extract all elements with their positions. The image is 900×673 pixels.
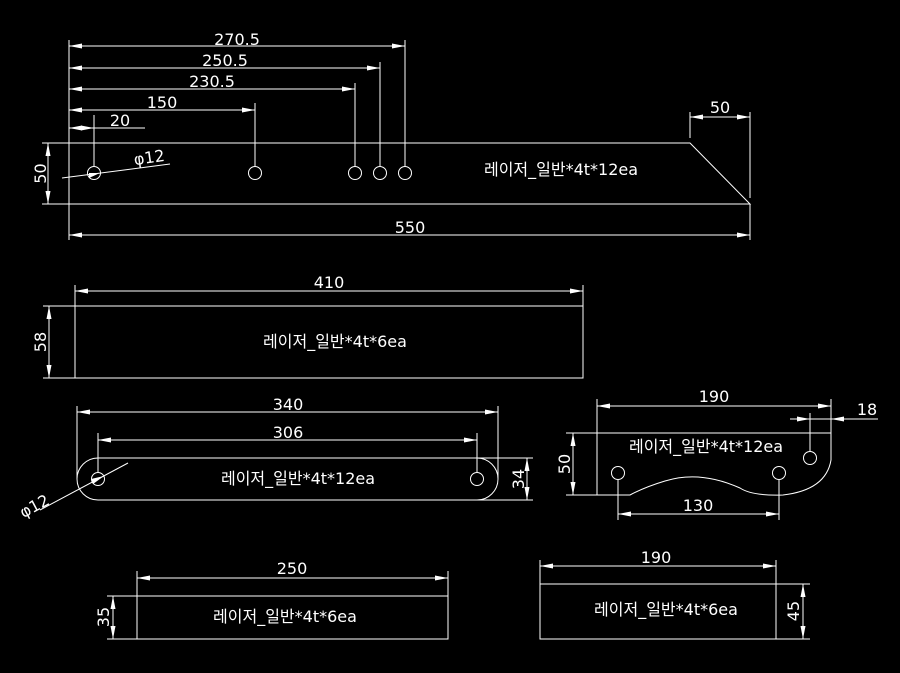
part-4-dim-length: 190 — [699, 387, 730, 406]
part-1-dim-height: 50 — [31, 163, 50, 183]
part-1-label: 레이저_일반*4t*12ea — [484, 160, 638, 180]
part-2-label: 레이저_일반*4t*6ea — [263, 332, 407, 352]
part-4-outline — [596, 432, 832, 496]
part-6-outline — [539, 583, 777, 640]
part-1-dim-250-5: 250.5 — [202, 51, 248, 70]
part-4-hole-1 — [611, 466, 625, 480]
part-5-dim-length: 250 — [277, 559, 308, 578]
part-1-dim-20: 20 — [110, 111, 130, 130]
part-4: 190 18 50 130 레이저_일반*4t*12ea — [555, 387, 878, 520]
part-6-dim-length: 190 — [641, 548, 672, 567]
part-1-dim-50-slant: 50 — [710, 98, 730, 117]
part-5-dim-height: 35 — [94, 607, 113, 627]
part-1-dim-150: 150 — [147, 93, 178, 112]
part-2-dim-length: 410 — [314, 273, 345, 292]
part-3: 340 306 34 φ12 레이저_일반*4t*12ea — [16, 395, 533, 522]
part-3-label: 레이저_일반*4t*12ea — [221, 469, 375, 489]
part-2-outline — [74, 305, 584, 379]
part-1: 270.5 250.5 230.5 150 20 50 50 — [31, 30, 752, 240]
part-3-dim-hole: φ12 — [16, 490, 52, 521]
part-2: 410 58 레이저_일반*4t*6ea — [31, 273, 584, 379]
part-1-outline — [68, 142, 752, 205]
part-5: 250 35 레이저_일반*4t*6ea — [94, 559, 449, 640]
part-6-label: 레이저_일반*4t*6ea — [594, 600, 738, 620]
part-1-hole-3 — [348, 166, 362, 180]
part-5-outline — [136, 595, 449, 640]
part-4-hole-3 — [803, 451, 817, 465]
part-3-dim-height: 34 — [509, 469, 528, 489]
part-1-hole-5 — [398, 166, 412, 180]
part-1-hole-4 — [373, 166, 387, 180]
part-1-hole-2 — [248, 166, 262, 180]
part-3-dim-holes: 306 — [273, 423, 304, 442]
part-1-dim-hole: φ12 — [133, 146, 166, 169]
part-1-dim-230-5: 230.5 — [189, 72, 235, 91]
part-4-dim-height: 50 — [555, 454, 574, 474]
part-5-label: 레이저_일반*4t*6ea — [213, 607, 357, 627]
part-3-hole-2 — [470, 472, 484, 486]
part-2-dim-height: 58 — [31, 332, 50, 352]
part-1-dim-270-5: 270.5 — [214, 30, 260, 49]
part-4-dim-cutout: 130 — [683, 496, 714, 515]
part-3-dim-length: 340 — [273, 395, 304, 414]
part-1-dim-length: 550 — [395, 218, 426, 237]
part-4-hole-2 — [772, 466, 786, 480]
part-6-dim-height: 45 — [784, 601, 803, 621]
part-4-label: 레이저_일반*4t*12ea — [629, 437, 783, 457]
part-4-dim-offset: 18 — [857, 400, 877, 419]
part-6: 190 45 레이저_일반*4t*6ea — [539, 548, 810, 640]
